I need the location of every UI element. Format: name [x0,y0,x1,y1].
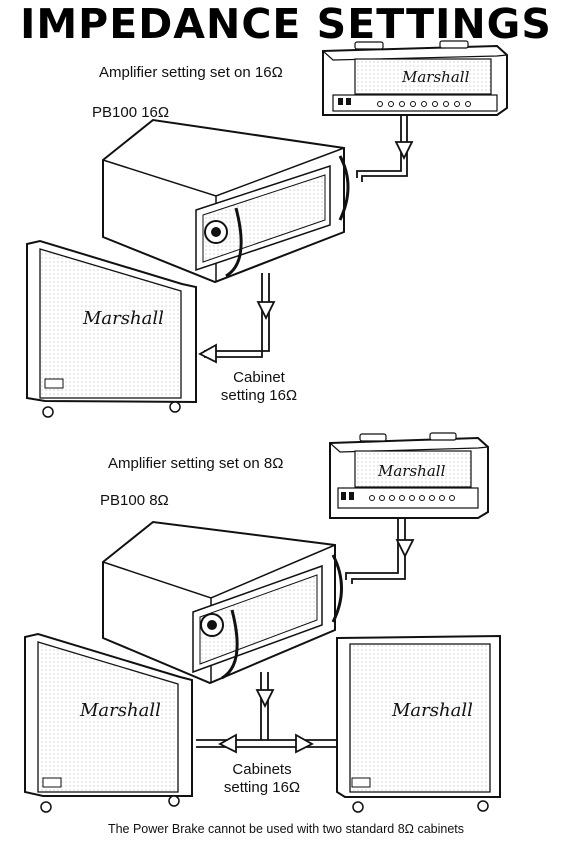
bottom-cabinet-label: Cabinets setting 16Ω [207,761,317,797]
bottom-amplifier-head-icon: Marshall [329,432,489,519]
top-amp-logo: Marshall [401,68,470,86]
top-brake-label: PB100 16Ω [92,104,170,121]
bottom-cabinet-label-line1: Cabinets [232,761,292,778]
top-amp-label: Amplifier setting set on 16Ω [99,64,283,81]
bottom-amp-label: Amplifier setting set on 8Ω [108,455,284,472]
top-speaker-cabinet-icon: Marshall [26,239,197,418]
bottom-right-cabinet-logo: Marshall [391,700,473,721]
bottom-amp-logo: Marshall [377,462,446,480]
top-arrow-icons [198,141,414,364]
top-cabinet-label: Cabinet setting 16Ω [204,369,314,405]
page-title: IMPEDANCE SETTINGS [20,0,552,48]
bottom-right-speaker-cabinet-icon: Marshall [336,634,501,813]
bottom-arrow-icons [218,539,415,754]
top-cabinet-logo: Marshall [82,308,164,329]
top-cabinet-label-line1: Cabinet [233,369,285,386]
bottom-cabinet-label-line2: setting 16Ω [223,779,301,796]
bottom-power-brake-icon [102,520,343,685]
footnote: The Power Brake cannot be used with two … [107,822,465,836]
top-power-brake-icon [102,118,350,284]
bottom-left-speaker-cabinet-icon: Marshall [24,632,193,813]
bottom-left-cabinet-logo: Marshall [79,700,161,721]
top-cabinet-label-line2: setting 16Ω [220,387,298,404]
bottom-brake-label: PB100 8Ω [100,492,169,509]
top-amplifier-head-icon: Marshall [322,40,508,116]
